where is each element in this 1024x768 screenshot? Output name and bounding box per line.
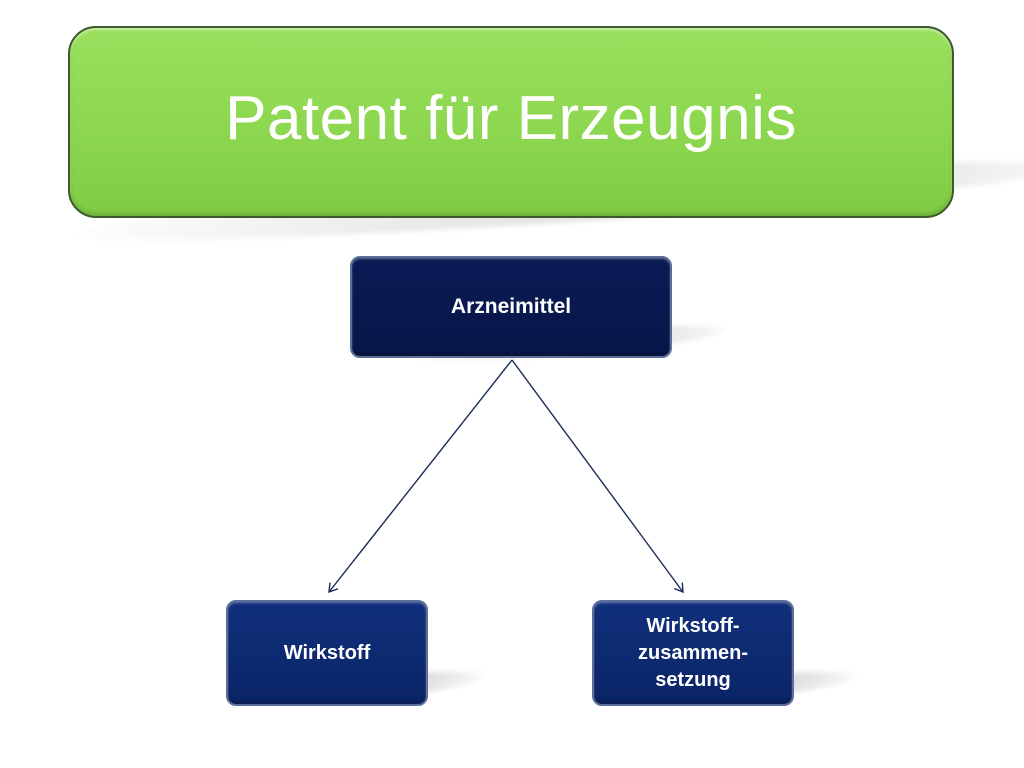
title-banner: Patent für Erzeugnis (68, 26, 954, 218)
node-wirkstoffzusammensetzung: Wirkstoff- zusammen- setzung (592, 600, 794, 706)
node-wirkstoff: Wirkstoff (226, 600, 428, 706)
label-line-3: setzung (655, 668, 731, 691)
node-arzneimittel-label: Arzneimittel (450, 295, 572, 318)
label-line-1: Wirkstoff- (646, 614, 740, 637)
node-wirkstoffzusammensetzung-label: Wirkstoff- zusammen- setzung (638, 613, 748, 694)
connector-root-to-wirkstoff (328, 359, 513, 594)
label-line-2: zusammen- (637, 641, 749, 664)
slide-title: Patent für Erzeugnis (225, 83, 797, 153)
node-wirkstoff-label: Wirkstoff (283, 641, 371, 664)
connector-root-to-zusammensetzung (511, 359, 684, 594)
node-arzneimittel: Arzneimittel (350, 256, 672, 358)
